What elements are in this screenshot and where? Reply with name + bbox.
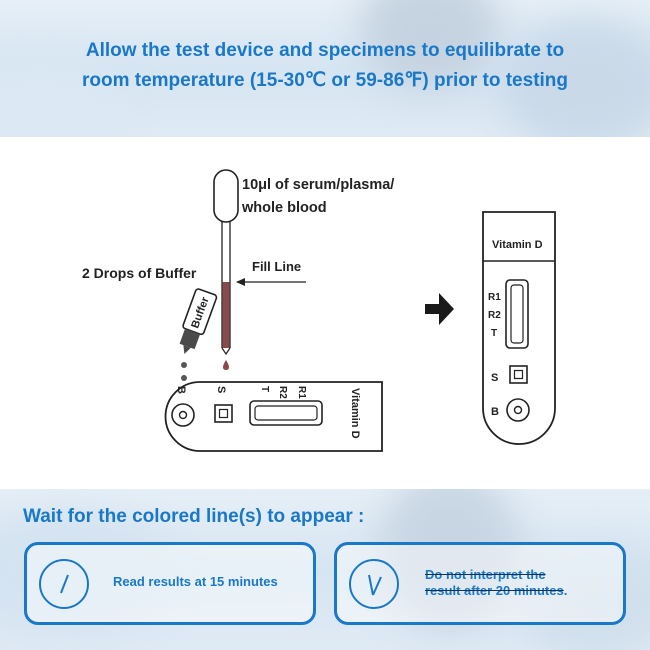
device-marker-t: T xyxy=(259,386,270,392)
header-line-2: room temperature (15-30℃ or 59-86℉) prio… xyxy=(81,70,569,91)
buffer-drops-label: 2 Drops of Buffer xyxy=(82,265,197,281)
procedure-diagram: 10μl of serum/plasma/ whole blood Fill L… xyxy=(82,169,556,452)
buffer-bottle-icon: Buffer xyxy=(179,288,218,354)
right-arrow-icon xyxy=(425,293,454,325)
test-device-horizontal: B S T R2 R1 Vitamin D xyxy=(164,381,383,452)
device-name-horizontal: Vitamin D xyxy=(349,388,361,439)
header-background xyxy=(0,0,650,137)
fill-line-arrowhead-icon xyxy=(236,278,245,286)
device-marker-r2: R2 xyxy=(277,386,288,399)
result-window xyxy=(249,400,323,426)
sample-label-line2: whole blood xyxy=(241,200,327,216)
header-line-1: Allow the test device and specimens to e… xyxy=(85,40,565,61)
sample-drop-icon xyxy=(223,360,229,370)
do-not-interpret-line1: Do not interpret the xyxy=(425,567,546,582)
device-marker-r1: R1 xyxy=(296,386,307,399)
read-results-box: Read results at 15 minutes xyxy=(24,542,316,625)
vertical-marker-s: S xyxy=(491,372,498,384)
do-not-interpret-box: Do not interpret the result after 20 min… xyxy=(334,542,626,625)
clock-icon xyxy=(39,559,89,609)
result-window-vertical xyxy=(505,279,529,349)
vertical-marker-t: T xyxy=(491,328,497,339)
sample-well-vertical-icon xyxy=(509,365,528,384)
device-marker-s: S xyxy=(215,386,227,393)
do-not-interpret-text: Do not interpret the result after 20 min… xyxy=(425,567,567,599)
buffer-drop-1 xyxy=(181,362,187,368)
vertical-marker-r2: R2 xyxy=(488,310,501,321)
read-results-text: Read results at 15 minutes xyxy=(113,574,278,589)
device-name-vertical: Vitamin D xyxy=(492,239,543,251)
buffer-well-icon xyxy=(171,403,195,427)
device-marker-b: B xyxy=(175,386,187,394)
buffer-drop-2 xyxy=(181,375,187,381)
clock-icon xyxy=(349,559,399,609)
wait-instruction: Wait for the colored line(s) to appear : xyxy=(23,506,365,527)
sample-well-icon xyxy=(214,404,233,423)
do-not-interpret-line2: result after 20 minutes xyxy=(425,583,564,598)
fill-line-label: Fill Line xyxy=(252,259,301,274)
test-device-vertical: Vitamin D R1 R2 T S B xyxy=(482,211,556,445)
vertical-marker-b: B xyxy=(491,406,499,418)
pipette-icon xyxy=(213,169,239,356)
do-not-interpret-end: . xyxy=(563,583,568,598)
sample-label-line1: 10μl of serum/plasma/ xyxy=(242,177,394,193)
buffer-well-vertical-icon xyxy=(506,398,530,422)
procedure-diagram-panel: 10μl of serum/plasma/ whole blood Fill L… xyxy=(0,137,650,489)
vertical-marker-r1: R1 xyxy=(488,292,501,303)
